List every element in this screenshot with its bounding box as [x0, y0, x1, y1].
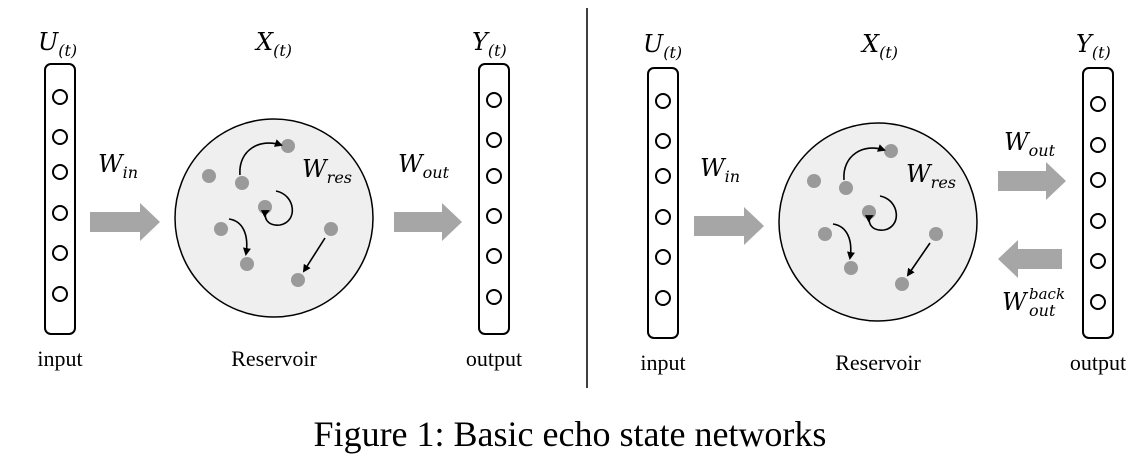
- connection-arrow: [239, 139, 283, 176]
- neuron: [655, 249, 671, 265]
- left-reservoir-nodes: [202, 139, 338, 287]
- neuron: [52, 129, 68, 145]
- left-output-symbol: Y(t): [472, 28, 507, 60]
- reservoir-node: [807, 174, 821, 188]
- reservoir-node: [895, 277, 909, 291]
- right-w-back-label: W: [1002, 288, 1029, 316]
- reservoir-node: [929, 227, 943, 241]
- right-w-out-arrow: [998, 162, 1066, 200]
- reservoir-node: [844, 261, 858, 275]
- right-reservoir-connections: [832, 144, 931, 277]
- neuron: [486, 289, 502, 305]
- reservoir-node: [240, 257, 254, 271]
- right-panel: U(t) input Win X(t): [640, 30, 1126, 375]
- neuron: [1090, 96, 1106, 112]
- reservoir-node: [818, 227, 832, 241]
- left-output-label: output: [466, 346, 522, 371]
- left-w-in-arrow: [90, 203, 160, 241]
- neuron: [52, 205, 68, 221]
- reservoir-node: [291, 273, 305, 287]
- left-input-neurons: [52, 89, 68, 302]
- left-w-res-label: Wres: [302, 155, 352, 187]
- left-input-label: input: [37, 346, 82, 371]
- neuron: [486, 92, 502, 108]
- left-output-vector: [478, 63, 510, 335]
- right-input-symbol: U(t): [643, 30, 682, 62]
- left-reservoir-connections: [228, 139, 326, 273]
- right-reservoir-label: Reservoir: [835, 350, 921, 375]
- reservoir-node: [862, 205, 876, 219]
- neuron: [1090, 294, 1106, 310]
- reservoir-node: [281, 139, 295, 153]
- left-w-out-arrow: [394, 203, 462, 241]
- reservoir-node: [202, 169, 216, 183]
- reservoir-node: [884, 144, 898, 158]
- neuron: [52, 164, 68, 180]
- neuron: [655, 133, 671, 149]
- left-reservoir-symbol: X(t): [254, 28, 292, 60]
- right-input-neurons: [655, 93, 671, 306]
- reservoir-node: [214, 222, 228, 236]
- left-reservoir-label: Reservoir: [231, 346, 317, 371]
- connection-arrow: [302, 237, 326, 273]
- right-w-back-superscript: back: [1029, 285, 1065, 303]
- connection-arrow: [228, 218, 251, 256]
- right-w-res-label: Wres: [906, 160, 956, 192]
- neuron: [655, 168, 671, 184]
- left-reservoir: [174, 118, 374, 318]
- neuron: [655, 93, 671, 109]
- left-input-vector: [44, 63, 76, 335]
- right-w-back-arrow: [998, 240, 1062, 278]
- right-w-out-label: Wout: [1004, 128, 1056, 160]
- right-input-vector: [647, 67, 679, 339]
- neuron: [1090, 213, 1106, 229]
- reservoir-node: [324, 222, 338, 236]
- right-w-in-label: Win: [700, 154, 740, 186]
- right-input-label: input: [640, 350, 685, 375]
- right-output-label: output: [1070, 350, 1126, 375]
- right-reservoir-symbol: X(t): [860, 30, 898, 62]
- figure-caption: Figure 1: Basic echo state networks: [314, 414, 827, 454]
- neuron: [486, 208, 502, 224]
- neuron: [52, 245, 68, 261]
- neuron: [486, 132, 502, 148]
- connection-arrow: [906, 242, 931, 277]
- right-output-vector: [1082, 67, 1114, 339]
- neuron: [655, 290, 671, 306]
- right-output-neurons: [1090, 96, 1106, 310]
- self-loop-arrow: [260, 190, 294, 226]
- reservoir-node: [839, 181, 853, 195]
- neuron: [52, 89, 68, 105]
- neuron: [486, 168, 502, 184]
- neuron: [486, 248, 502, 264]
- left-panel: U(t) input Win X(t): [37, 28, 522, 371]
- right-output-symbol: Y(t): [1076, 30, 1111, 62]
- left-output-neurons: [486, 92, 502, 305]
- neuron: [1090, 253, 1106, 269]
- connection-arrow: [843, 144, 886, 181]
- connection-arrow: [832, 223, 855, 260]
- right-w-back-subscript: out: [1029, 301, 1056, 320]
- left-w-out-label: Wout: [398, 150, 450, 182]
- neuron: [655, 209, 671, 225]
- right-w-in-arrow: [694, 207, 764, 245]
- neuron: [1090, 137, 1106, 153]
- left-w-in-label: Win: [98, 150, 138, 182]
- neuron: [1090, 172, 1106, 188]
- neuron: [52, 286, 68, 302]
- reservoir-node: [235, 176, 249, 190]
- left-input-symbol: U(t): [38, 28, 77, 60]
- reservoir-node: [258, 200, 272, 214]
- right-reservoir: [778, 122, 978, 322]
- self-loop-arrow: [864, 195, 898, 231]
